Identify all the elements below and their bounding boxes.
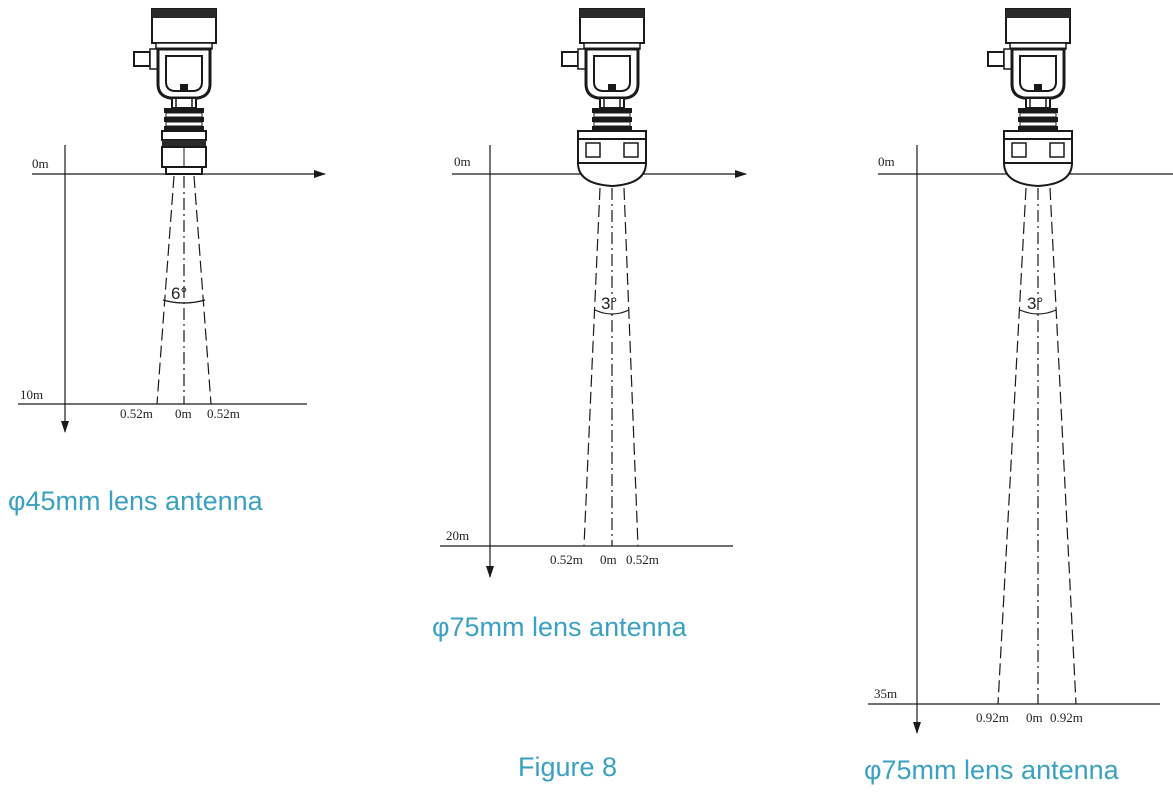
beam-left-width-label: 0.92m <box>976 710 1009 725</box>
beam-center-label: 0m <box>175 406 192 421</box>
caption-75mm-antenna: φ75mm lens antenna <box>432 612 687 642</box>
depth-0m-label: 0m <box>454 154 471 169</box>
depth-0m-label: 0m <box>878 154 895 169</box>
panel-45mm-10m: 0m 10m 6° 0.52m 0m 0.52m <box>18 7 326 433</box>
radar-transmitter-icon <box>560 7 646 133</box>
radar-transmitter-icon <box>986 7 1072 133</box>
figure-label: Figure 8 <box>518 752 618 782</box>
panel-75mm-35m: 0m 35m 3° 0.92m 0m 0.92m <box>868 7 1173 734</box>
depth-max-label: 20m <box>446 528 469 543</box>
caption-75mm-antenna-35m: φ75mm lens antenna <box>864 755 1119 785</box>
beam-angle-label: 6° <box>171 284 187 303</box>
lens-antenna-75mm-icon <box>577 130 647 187</box>
radar-transmitter-icon <box>132 7 218 133</box>
beam-left-width-label: 0.52m <box>550 552 583 567</box>
caption-45mm-antenna: φ45mm lens antenna <box>8 486 263 516</box>
beam-right-width-label: 0.52m <box>207 406 240 421</box>
lens-antenna-75mm-icon <box>1003 130 1073 187</box>
beam-center-label: 0m <box>1026 710 1043 725</box>
beam-angle-label: 3° <box>1027 294 1043 313</box>
beam-angle-label: 3° <box>601 294 617 313</box>
beam-left-width-label: 0.52m <box>120 406 153 421</box>
beam-right-width-label: 0.92m <box>1050 710 1083 725</box>
depth-0m-label: 0m <box>32 156 49 171</box>
panel-75mm-20m: 0m 20m 3° 0.52m 0m 0.52m <box>440 7 747 578</box>
depth-max-label: 35m <box>874 686 897 701</box>
beam-center-label: 0m <box>600 552 617 567</box>
beam-right-width-label: 0.52m <box>626 552 659 567</box>
lens-antenna-45mm-icon <box>161 130 207 175</box>
depth-max-label: 10m <box>20 387 43 402</box>
